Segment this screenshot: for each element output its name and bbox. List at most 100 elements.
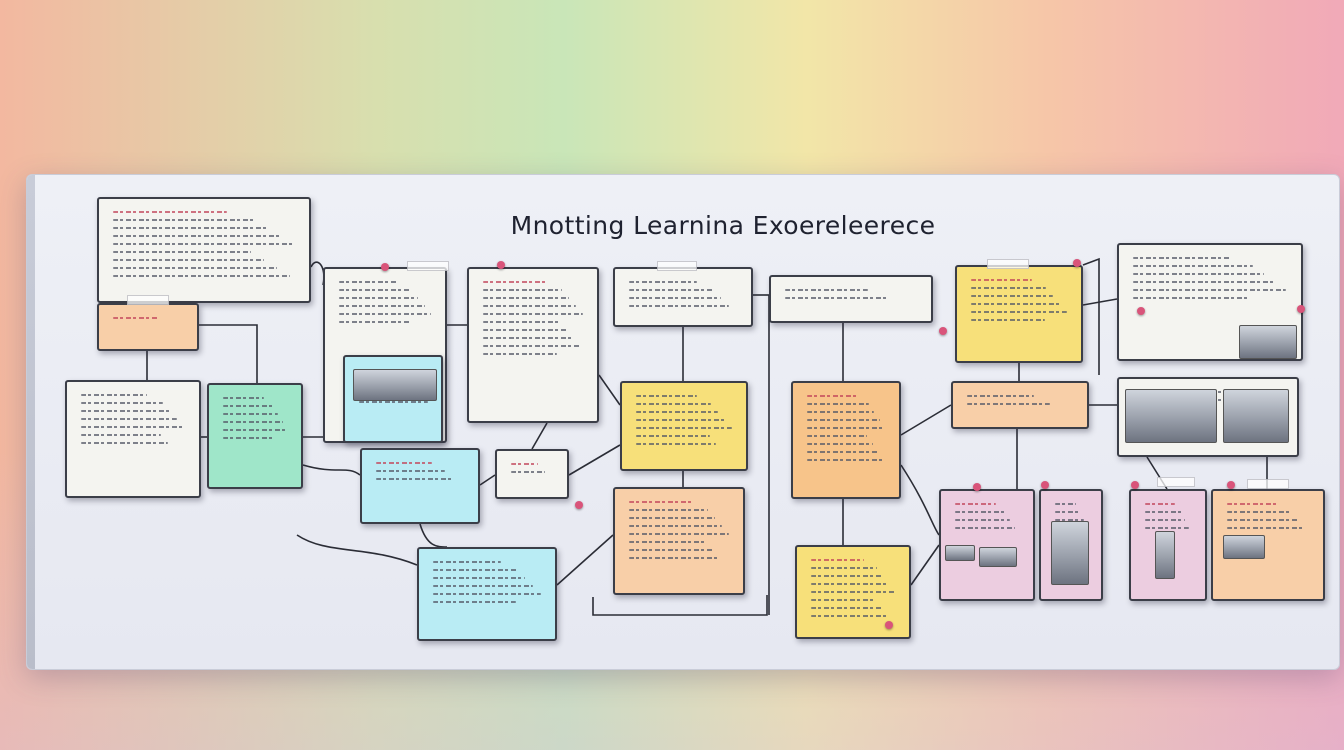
pushpin-icon [1297,305,1305,313]
note-card[interactable] [791,381,901,499]
note-card[interactable] [1129,489,1207,601]
note-text-lines [1055,503,1089,527]
connector-line [479,474,496,486]
scribble-line [376,470,446,472]
scribble-line [113,267,277,269]
note-card[interactable] [65,380,201,498]
scribble-line [971,311,1068,313]
scribble-line [433,585,534,587]
scribble-line [955,519,1011,521]
note-card[interactable] [1117,377,1299,457]
note-card[interactable] [467,267,599,423]
scribble-line [807,411,875,413]
note-card[interactable] [207,383,303,489]
scribble-line [1227,503,1280,505]
note-text-lines [785,289,919,305]
scribble-line [81,442,168,444]
note-text-lines [971,279,1069,327]
connector-line [598,374,621,406]
pushpin-icon [1227,481,1235,489]
note-text-lines [376,462,466,486]
note-card[interactable] [1117,243,1303,361]
scribble-line [113,275,290,277]
note-text-lines [113,317,185,325]
sketch-image [1223,535,1265,559]
note-card[interactable] [360,448,480,524]
scribble-line [483,329,567,331]
sketch-image [1051,521,1089,585]
scribble-line [339,289,412,291]
scribble-line [971,279,1032,281]
scribble-line [629,281,698,283]
scribble-line [339,281,398,283]
tape-strip [1157,477,1195,487]
note-text-lines [223,397,289,445]
connector-line [1082,298,1118,306]
note-text-lines [339,281,433,329]
scribble-line [81,402,163,404]
note-card[interactable] [795,545,911,639]
scribble-line [113,251,251,253]
note-card[interactable] [613,267,753,327]
scribble-line [113,219,255,221]
scribble-line [807,395,857,397]
note-card[interactable] [613,487,745,595]
scribble-line [376,462,432,464]
scribble-line [339,321,410,323]
note-text-lines [81,394,187,450]
note-card[interactable] [951,381,1089,429]
scribble-line [81,426,185,428]
connector-line [310,261,325,286]
note-card[interactable] [1039,489,1103,601]
scribble-line [223,397,264,399]
scribble-line [811,575,884,577]
note-card[interactable] [97,197,311,303]
note-text-lines [1133,257,1289,305]
scribble-line [971,319,1045,321]
note-text-lines [636,395,734,451]
scribble-line [629,509,708,511]
note-card[interactable] [769,275,933,323]
note-card[interactable] [495,449,569,499]
scribble-line [1227,511,1292,513]
scribble-line [629,533,729,535]
scribble-line [1133,273,1265,275]
note-card[interactable] [620,381,748,471]
note-card[interactable] [939,489,1035,601]
scribble-line [807,403,869,405]
note-text-lines [113,211,297,283]
scribble-line [967,395,1034,397]
tape-strip [987,259,1029,269]
scribble-line [1055,519,1084,521]
scribble-line [483,289,562,291]
connector-line [900,464,940,536]
scribble-line [971,295,1054,297]
note-card[interactable] [417,547,557,641]
pushpin-icon [1131,481,1139,489]
scribble-line [1145,527,1189,529]
note-text-lines [483,281,585,361]
scribble-line [433,577,526,579]
scribble-line [636,443,717,445]
note-text-lines [433,561,543,609]
scribble-line [636,419,726,421]
note-card[interactable] [97,303,199,351]
note-card[interactable] [1211,489,1325,601]
scribble-line [433,561,502,563]
scribble-line [511,463,539,465]
scribble-line [113,235,281,237]
note-text-lines [807,395,887,467]
scribble-line [629,289,714,291]
board-title: Mnotting Learnina Exoereleerece [510,211,936,240]
connector-line [1082,257,1100,375]
scribble-line [359,401,428,403]
scribble-line [636,395,697,397]
pushpin-icon [885,621,893,629]
note-card[interactable] [955,265,1083,363]
connector-line [568,444,621,476]
scribble-line [223,413,279,415]
scribble-line [811,567,878,569]
scribble-line [483,353,558,355]
note-card[interactable] [343,355,443,443]
scribble-line [483,281,547,283]
